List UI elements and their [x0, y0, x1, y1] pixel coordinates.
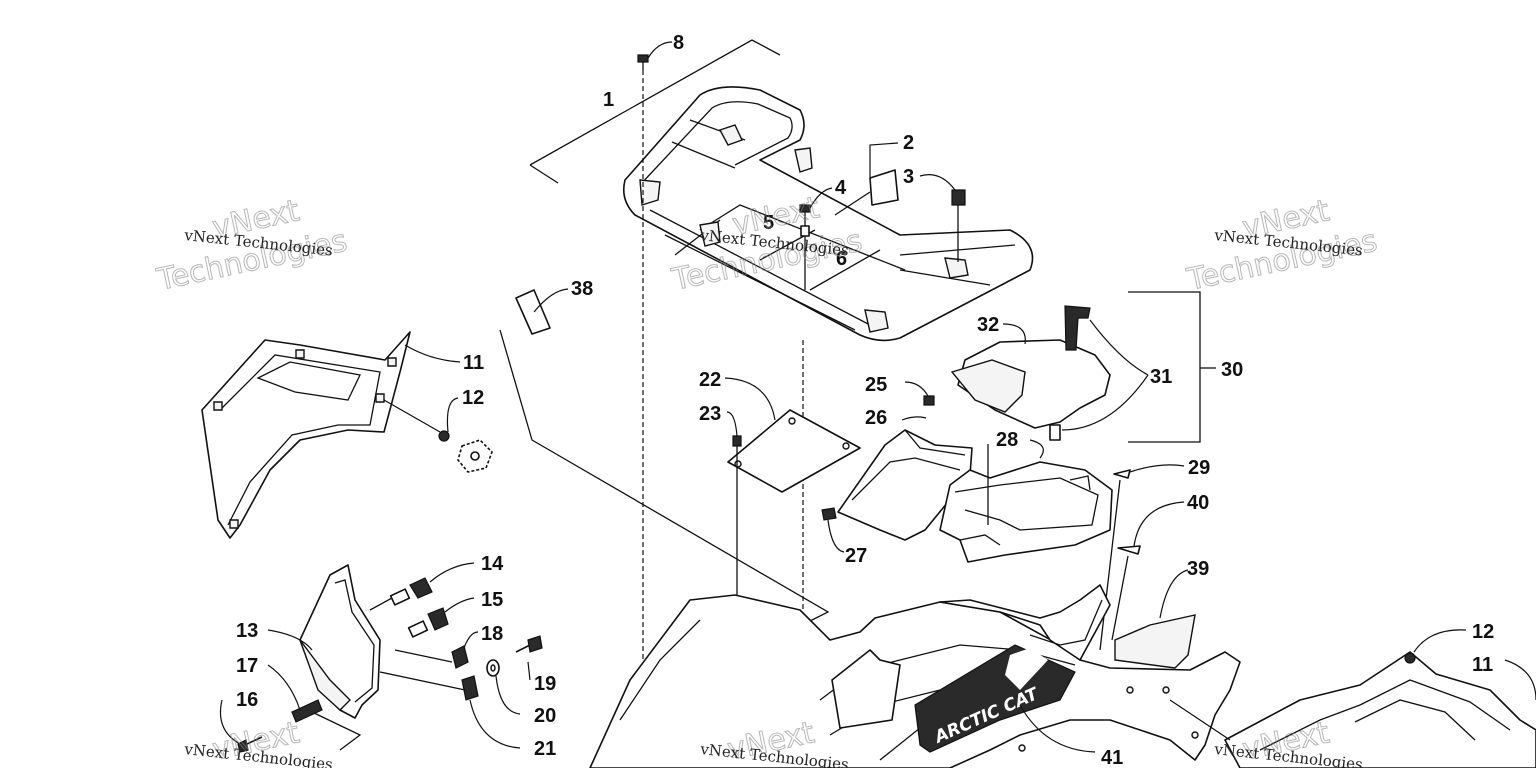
- bracket-30[interactable]: [1128, 291, 1216, 443]
- callout-28[interactable]: 28: [996, 429, 1018, 451]
- callout-31[interactable]: 31: [1150, 366, 1172, 388]
- bulb-socket-14[interactable]: [369, 562, 475, 611]
- taillight-housing-13[interactable]: [267, 564, 381, 751]
- callout-32[interactable]: 32: [977, 314, 999, 336]
- callout-25[interactable]: 25: [865, 374, 887, 396]
- callout-labels: 1 2 3 4 5 6 8 11 12 13 14 15 16 17 18 19…: [236, 32, 1494, 768]
- decal-39[interactable]: [1114, 569, 1196, 669]
- washer-20[interactable]: [486, 659, 521, 715]
- screw-25[interactable]: [904, 381, 935, 406]
- callout-5[interactable]: 5: [763, 212, 774, 234]
- storage-bin-28[interactable]: [939, 439, 1113, 563]
- callout-39[interactable]: 39: [1187, 558, 1209, 580]
- callout-12-right[interactable]: 12: [1472, 621, 1494, 643]
- callout-41[interactable]: 41: [1101, 747, 1123, 768]
- callout-20[interactable]: 20: [534, 705, 556, 727]
- storage-cover-26[interactable]: [837, 416, 973, 541]
- callout-13[interactable]: 13: [236, 620, 258, 642]
- rivet-40[interactable]: [1111, 501, 1185, 641]
- callout-29[interactable]: 29: [1188, 457, 1210, 479]
- watermark-top-left: vNext Technologies vNext Technologies: [153, 193, 351, 299]
- watermark-bottom-left: vNext vNext Technologies: [183, 715, 334, 768]
- decal-2[interactable]: [834, 142, 899, 216]
- rear-rack[interactable]: [529, 39, 1034, 342]
- callout-40[interactable]: 40: [1187, 492, 1209, 514]
- callout-26[interactable]: 26: [865, 407, 887, 429]
- bulb-socket-15[interactable]: [407, 597, 475, 638]
- grommet-18[interactable]: [394, 631, 479, 669]
- rivet-29[interactable]: [1099, 464, 1185, 651]
- spring-17[interactable]: [267, 664, 323, 723]
- callout-18[interactable]: 18: [481, 623, 503, 645]
- callout-8[interactable]: 8: [673, 32, 684, 54]
- callout-27[interactable]: 27: [845, 545, 867, 567]
- rear-fender[interactable]: [589, 584, 1241, 768]
- grommet-12-left[interactable]: [438, 397, 493, 473]
- latch-31[interactable]: [1049, 305, 1149, 441]
- callout-6[interactable]: 6: [836, 248, 847, 270]
- callout-11[interactable]: 11: [463, 352, 484, 374]
- screw-19[interactable]: [515, 635, 543, 681]
- callout-1[interactable]: 1: [603, 89, 614, 111]
- callout-3[interactable]: 3: [903, 166, 914, 188]
- side-panel-11-left[interactable]: [201, 331, 461, 539]
- callout-19[interactable]: 19: [534, 673, 556, 695]
- callout-30[interactable]: 30: [1221, 359, 1243, 381]
- callout-2[interactable]: 2: [903, 132, 914, 154]
- callout-16[interactable]: 16: [236, 689, 258, 711]
- callout-4[interactable]: 4: [835, 177, 847, 199]
- callout-15[interactable]: 15: [481, 589, 503, 611]
- callout-11-right[interactable]: 11: [1472, 654, 1493, 676]
- cargo-lid-32[interactable]: [950, 323, 1111, 429]
- screw-27[interactable]: [821, 507, 845, 553]
- cover-22[interactable]: [724, 377, 861, 493]
- bolt-16[interactable]: [219, 699, 263, 753]
- callout-23[interactable]: 23: [699, 403, 721, 425]
- watermark-top-right: vNext Technologies vNext Technologies: [1183, 193, 1381, 299]
- callout-14[interactable]: 14: [481, 553, 504, 575]
- callout-22[interactable]: 22: [699, 369, 721, 391]
- decal-38[interactable]: [499, 288, 830, 623]
- callout-17[interactable]: 17: [236, 655, 258, 677]
- bolt-8[interactable]: [637, 41, 673, 768]
- grommet-12-right[interactable]: [1404, 629, 1467, 664]
- callout-38[interactable]: 38: [571, 278, 593, 300]
- callout-12[interactable]: 12: [462, 387, 484, 409]
- grommet-21[interactable]: [379, 671, 521, 749]
- callout-21[interactable]: 21: [534, 738, 556, 760]
- clip-3[interactable]: [919, 174, 966, 262]
